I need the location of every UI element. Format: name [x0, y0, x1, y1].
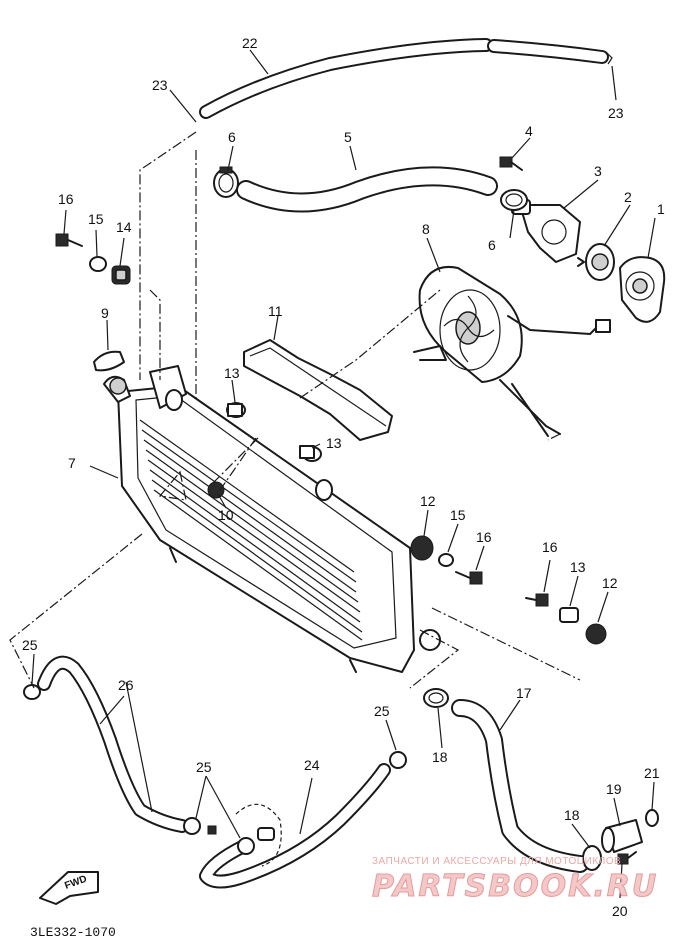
bolt-4	[499, 156, 523, 171]
thermostat-2	[577, 243, 615, 281]
callout-15a: 15	[88, 211, 104, 227]
grommet-14	[111, 265, 131, 285]
thermostat-housing-cover-3	[511, 199, 581, 263]
callout-13c: 13	[570, 559, 586, 575]
hose-5	[236, 166, 498, 213]
callout-21: 21	[644, 765, 660, 781]
callout-6a: 6	[228, 129, 236, 145]
radiator-7	[103, 365, 441, 673]
callout-24: 24	[304, 757, 320, 773]
fitting-19	[601, 819, 643, 853]
front-direction-arrow: FWD	[39, 871, 99, 905]
clamp-25-c	[389, 751, 407, 769]
watermark: ЗАПЧАСТИ И АКСЕССУАРЫ ДЛЯ МОТОЦИКЛОВ PAR…	[372, 856, 658, 905]
callout-23a: 23	[152, 77, 168, 93]
collar-13-b	[299, 445, 322, 462]
callout-16b: 16	[476, 529, 492, 545]
callout-8: 8	[422, 221, 430, 237]
callout-26: 26	[118, 677, 134, 693]
callout-12b: 12	[602, 575, 618, 591]
fan-motor-assembly-8	[413, 266, 611, 437]
bolt-16-right	[525, 593, 549, 607]
leader-lines	[31, 49, 656, 899]
callout-18b: 18	[564, 807, 580, 823]
callout-16c: 16	[542, 539, 558, 555]
callout-numbers: 1 2 3 4 5 6 6 7 8 9 10 11 12 12 13 13 13…	[22, 35, 665, 919]
callout-12a: 12	[420, 493, 436, 509]
clamp-25-a	[23, 684, 41, 700]
callout-9: 9	[101, 305, 109, 321]
hose-24	[199, 763, 391, 889]
diagram-code: 3LE332-1070	[30, 925, 116, 940]
callout-3: 3	[594, 163, 602, 179]
grommet-12-a	[410, 535, 434, 561]
collar-13-c	[559, 607, 579, 623]
callout-13b: 13	[326, 435, 342, 451]
clamp-18-bottom	[582, 845, 602, 871]
hose-26	[37, 655, 189, 833]
air-guide-11	[243, 339, 393, 441]
callout-20: 20	[612, 903, 628, 919]
callout-4: 4	[525, 123, 533, 139]
o-ring-21	[645, 809, 659, 827]
clamp-18-top	[423, 688, 449, 708]
callout-1: 1	[657, 201, 665, 217]
callout-7: 7	[68, 455, 76, 471]
washer-15-right	[438, 553, 454, 567]
bolt-20	[617, 851, 637, 865]
watermark-brand: PARTSBOOK.RU	[372, 869, 658, 904]
washer-15-left	[89, 256, 107, 272]
callout-25b: 25	[374, 703, 390, 719]
hose-clamp-6-right	[500, 189, 528, 211]
cap-9	[93, 350, 125, 372]
hose-clamp-6-left	[213, 166, 239, 198]
callout-15b: 15	[450, 507, 466, 523]
callout-25c: 25	[196, 759, 212, 775]
callout-19: 19	[606, 781, 622, 797]
callout-25a: 25	[22, 637, 38, 653]
callout-10: 10	[218, 507, 234, 523]
bolt-16-left	[55, 233, 83, 247]
thermostat-housing-1	[619, 256, 666, 323]
watermark-top-line: ЗАПЧАСТИ И АКСЕССУАРЫ ДЛЯ МОТОЦИКЛОВ	[372, 856, 621, 867]
callout-14: 14	[116, 219, 132, 235]
callout-18a: 18	[432, 749, 448, 765]
callout-22: 22	[242, 35, 258, 51]
hose-17	[451, 699, 589, 873]
callout-6b: 6	[488, 237, 496, 253]
assembly-reference-lines	[9, 131, 581, 689]
grommet-12-b	[585, 623, 607, 645]
callout-5: 5	[344, 129, 352, 145]
clamp-25-b	[183, 817, 217, 835]
hose-22	[199, 38, 613, 119]
callout-11: 11	[268, 303, 283, 319]
callout-16a: 16	[58, 191, 74, 207]
callout-2: 2	[624, 189, 632, 205]
callout-17: 17	[516, 685, 532, 701]
bolt-16-middle	[455, 571, 483, 585]
callout-23b: 23	[608, 105, 624, 121]
callout-13a: 13	[224, 365, 240, 381]
nut-10	[207, 481, 225, 499]
collar-13-a	[226, 402, 246, 418]
